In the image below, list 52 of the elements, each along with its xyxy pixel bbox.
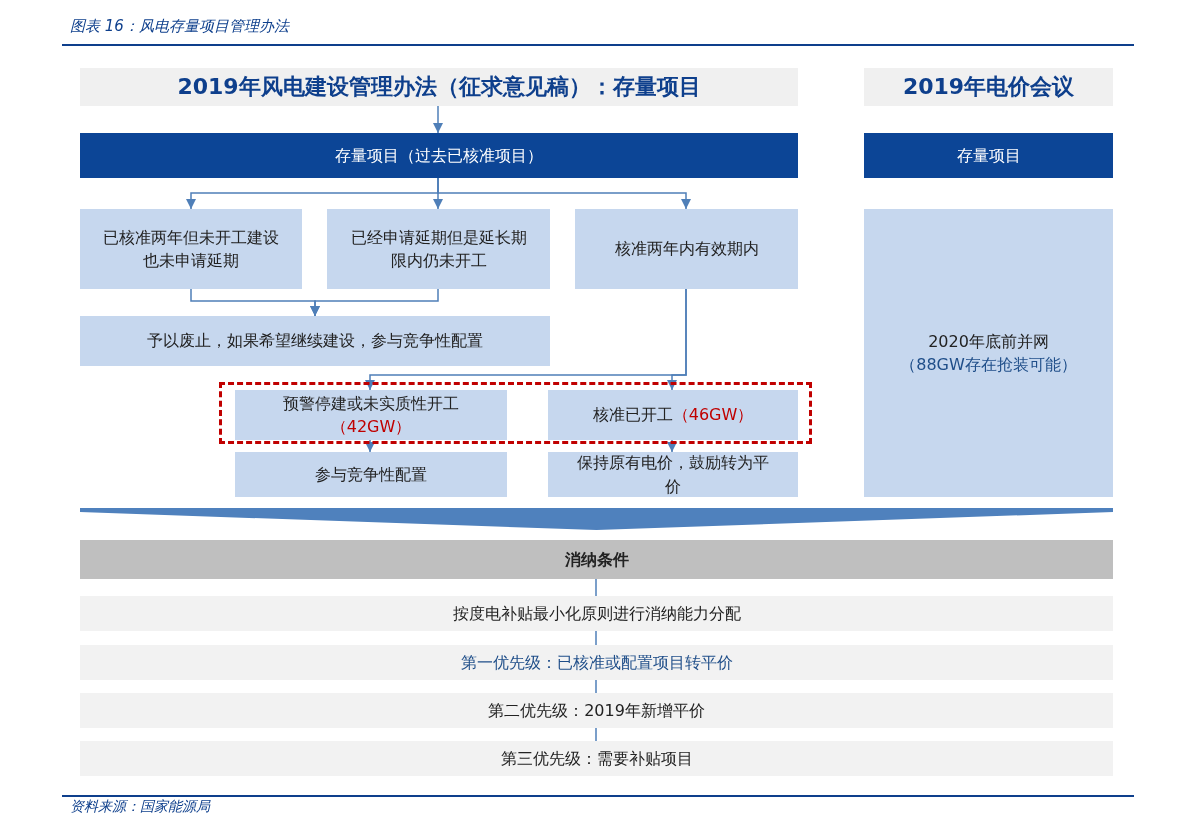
box-text: 消纳条件 xyxy=(564,548,629,571)
arrow xyxy=(437,177,692,210)
priority-band xyxy=(80,693,1113,728)
box-text: 第一优先级：已核准或配置项目转平价 xyxy=(460,651,733,674)
connector-line xyxy=(595,630,597,646)
box-text: 存量项目 xyxy=(956,144,1021,167)
process-box xyxy=(575,209,798,289)
chevron-banner xyxy=(80,508,1113,530)
box-text: （88GW存在抢装可能） xyxy=(900,354,1077,376)
priority-band xyxy=(80,741,1113,776)
box-text: 第三优先级：需要补贴项目 xyxy=(500,747,693,770)
source-note: 资料来源：国家能源局 xyxy=(70,798,210,816)
heading-text: 2019年风电建设管理办法（征求意见稿）：存量项目 xyxy=(177,73,701,102)
priority-band xyxy=(80,645,1113,680)
box-text: 核准已开工 xyxy=(592,404,673,427)
arrow xyxy=(432,105,444,134)
process-box xyxy=(864,209,1113,497)
priority-band xyxy=(80,596,1113,631)
arrow xyxy=(666,288,687,391)
box-text: 存量项目（过去已核准项目） xyxy=(335,144,543,167)
figure-title: 图表 16：风电存量项目管理办法 xyxy=(70,17,289,36)
process-box xyxy=(235,452,507,497)
process-box xyxy=(548,452,798,497)
dashed-frame xyxy=(219,382,812,444)
process-box xyxy=(327,209,550,289)
box-text: 予以废止，如果希望继续建设，参与竞争性配置 xyxy=(147,330,483,353)
box-text: 按度电补贴最小化原则进行消纳能力分配 xyxy=(452,602,741,625)
connector-line xyxy=(595,727,597,742)
process-box xyxy=(80,133,798,178)
box-text: 第二优先级：2019年新增平价 xyxy=(488,699,705,722)
connector-line xyxy=(595,578,597,597)
box-text: 2020年底前并网 xyxy=(928,330,1049,353)
heading-text: 2019年电价会议 xyxy=(902,73,1075,102)
box-text: （46GW） xyxy=(672,404,754,427)
process-box xyxy=(864,133,1113,178)
box-text: 已核准两年但未开工建设也未申请延期 xyxy=(102,226,280,272)
box-text: 核准两年内有效期内 xyxy=(614,238,759,261)
process-box xyxy=(548,390,798,440)
process-box xyxy=(80,209,302,289)
box-text: 参与竞争性配置 xyxy=(315,463,427,486)
arrow xyxy=(309,288,439,317)
arrow xyxy=(364,439,376,453)
connector-line xyxy=(595,679,597,694)
process-box xyxy=(235,390,507,440)
box-text: （42GW） xyxy=(330,416,412,438)
process-box xyxy=(80,316,550,366)
box-text: 已经申请延期但是延长期限内仍未开工 xyxy=(349,226,528,272)
box-text: 预警停建或未实质性开工 xyxy=(283,392,459,415)
condition-band xyxy=(80,540,1113,579)
arrow xyxy=(666,439,678,453)
box-text: 保持原有电价，鼓励转为平价 xyxy=(576,452,770,498)
heading-band xyxy=(80,68,798,106)
